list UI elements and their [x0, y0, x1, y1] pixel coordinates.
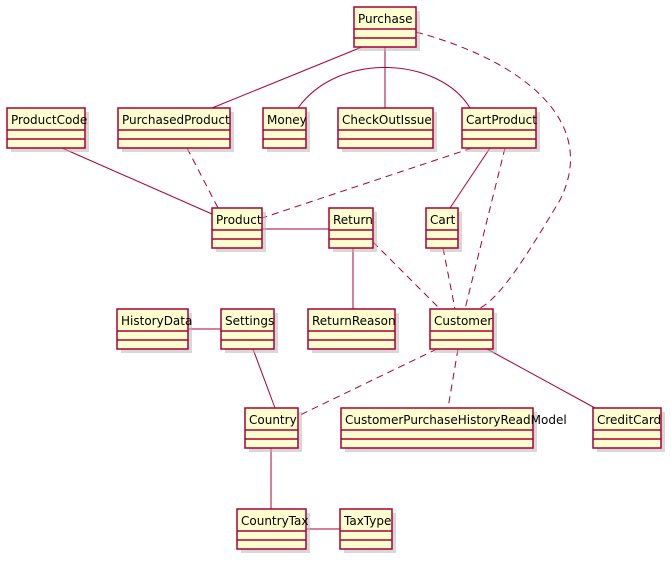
relation-cart-customer: [442, 247, 456, 310]
class-name: Money: [267, 113, 307, 127]
class-historydata[interactable]: HistoryData: [116, 308, 192, 353]
relations-layer: [61, 31, 596, 530]
class-name: CheckOutIssue: [342, 113, 432, 127]
class-box: [592, 407, 662, 449]
relation-productcode-product: [61, 147, 213, 215]
relation-customer-customerpurchasehistoryreadmodel: [447, 348, 459, 409]
class-purchase[interactable]: Purchase: [353, 6, 420, 51]
class-name: CustomerPurchaseHistoryReadModel: [345, 413, 567, 427]
class-box: [117, 107, 231, 149]
class-box: [262, 107, 307, 149]
class-settings[interactable]: Settings: [220, 308, 278, 353]
relation-customer-country: [297, 348, 438, 417]
class-purchasedproduct[interactable]: PurchasedProduct: [117, 107, 234, 152]
class-name: Country: [249, 413, 297, 427]
relation-purchase-purchasedproduct: [211, 46, 363, 109]
class-box: [461, 107, 537, 149]
class-box: [328, 207, 374, 249]
class-name: Cart: [430, 213, 456, 227]
class-box: [337, 107, 434, 149]
class-box: [339, 508, 393, 550]
class-customer[interactable]: Customer: [429, 308, 497, 353]
class-name: CountryTax: [241, 514, 308, 528]
relation-customer-creditcard: [486, 348, 596, 409]
class-returnreason[interactable]: ReturnReason: [307, 308, 399, 353]
class-country[interactable]: Country: [244, 407, 302, 452]
class-name: Customer: [434, 314, 492, 328]
relation-settings-country: [252, 348, 276, 409]
class-name: TaxType: [343, 514, 391, 528]
class-countrytax[interactable]: CountryTax: [236, 508, 310, 553]
class-cartproduct[interactable]: CartProduct: [461, 107, 540, 152]
class-productcode[interactable]: ProductCode: [6, 107, 89, 152]
class-box: [244, 407, 299, 449]
class-cart[interactable]: Cart: [425, 207, 462, 252]
class-box: [307, 308, 396, 350]
class-box: [220, 308, 275, 350]
class-box: [116, 308, 189, 350]
relation-cartproduct-customer: [464, 147, 506, 310]
class-return[interactable]: Return: [328, 207, 377, 252]
class-creditcard[interactable]: CreditCard: [592, 407, 665, 452]
class-customerpurchasehistoryreadmodel[interactable]: CustomerPurchaseHistoryReadModel: [340, 407, 567, 452]
class-box: [340, 407, 534, 449]
class-name: ProductCode: [11, 113, 87, 127]
class-box: [353, 6, 417, 48]
relation-purchasedproduct-product: [186, 147, 219, 209]
class-box: [6, 107, 86, 149]
relation-cartproduct-cart: [449, 147, 491, 209]
class-box: [211, 207, 263, 249]
class-name: HistoryData: [121, 314, 192, 328]
relation-money-cartproduct: [297, 67, 471, 109]
class-money[interactable]: Money: [262, 107, 310, 152]
class-box: [425, 207, 459, 249]
class-name: Product: [216, 213, 262, 227]
class-name: CreditCard: [597, 413, 661, 427]
class-name: PurchasedProduct: [122, 113, 230, 127]
class-box: [429, 308, 494, 350]
relation-return-customer: [372, 241, 441, 310]
class-taxtype[interactable]: TaxType: [339, 508, 396, 553]
class-name: Purchase: [358, 12, 413, 26]
class-box: [236, 508, 307, 550]
relation-purchase-customer: [415, 31, 571, 310]
class-name: Return: [333, 213, 373, 227]
class-product[interactable]: Product: [211, 207, 266, 252]
relation-cartproduct-product: [261, 147, 473, 219]
class-name: Settings: [225, 314, 274, 328]
class-name: ReturnReason: [312, 314, 396, 328]
class-name: CartProduct: [466, 113, 537, 127]
class-checkoutissue[interactable]: CheckOutIssue: [337, 107, 437, 152]
